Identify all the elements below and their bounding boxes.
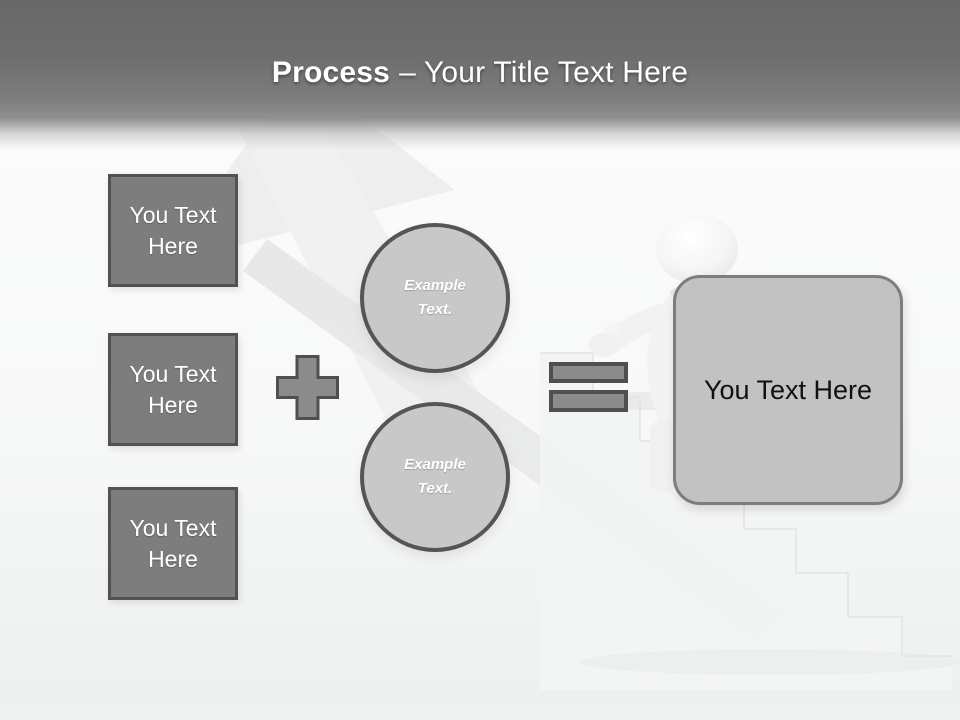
plus-icon (276, 355, 339, 420)
figure-hand (589, 333, 619, 357)
example-circle-1[interactable]: Example Text. (360, 223, 510, 373)
plus-shape (276, 355, 339, 420)
placeholder-box-1-label: You Text Here (129, 202, 217, 259)
example-circle-2[interactable]: Example Text. (360, 402, 510, 552)
figure-leg (650, 420, 678, 492)
result-box[interactable]: You Text Here (673, 275, 903, 505)
equals-bar-bottom (549, 390, 628, 412)
figure-head (656, 214, 738, 284)
equals-icon (549, 362, 628, 412)
placeholder-box-3[interactable]: You Text Here (108, 487, 238, 600)
placeholder-box-2-label: You Text Here (129, 361, 217, 418)
placeholder-box-1[interactable]: You Text Here (108, 174, 238, 287)
stairs-shadow (580, 649, 960, 675)
result-box-label: You Text Here (703, 374, 873, 405)
stairs-fill (540, 353, 952, 690)
placeholder-box-3-label: You Text Here (129, 515, 217, 572)
example-circle-2-label: Example Text. (404, 456, 466, 497)
equals-bar-top (549, 362, 628, 383)
placeholder-box-2[interactable]: You Text Here (108, 333, 238, 446)
figure-thumb (603, 323, 621, 337)
example-circle-1-label: Example Text. (404, 277, 466, 318)
